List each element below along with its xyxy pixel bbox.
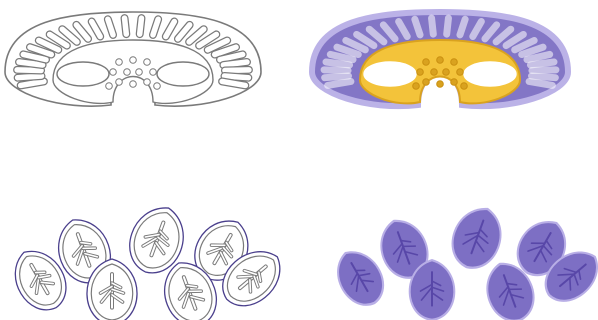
panel-b-horseshoe-colored (312, 12, 568, 106)
rim-chamber (532, 70, 556, 71)
rim-chamber-inner (140, 18, 142, 34)
rim-chamber (326, 62, 350, 65)
core-dot (110, 69, 117, 76)
rim-chamber-inner (224, 76, 248, 78)
core-dot (150, 69, 157, 76)
rim-chamber-inner (222, 81, 245, 85)
rim-chamber-inner (223, 62, 247, 65)
rim-chamber-inner (21, 81, 44, 85)
rim-chamber (531, 76, 555, 78)
right-lumen (157, 62, 209, 86)
core-dot (451, 79, 458, 86)
core-dot (413, 83, 420, 90)
rim-chamber (432, 18, 434, 34)
rim-chamber (529, 81, 552, 85)
core-dot (130, 81, 137, 88)
core-dot (106, 83, 113, 90)
rim-chamber-inner (225, 70, 249, 71)
panel-d-leaves-colored (326, 200, 598, 320)
rim-chamber (324, 70, 348, 71)
panel-c-leaves-line (4, 199, 292, 320)
rim-chamber (447, 18, 449, 34)
core-dot (116, 79, 123, 86)
core-dot (451, 59, 458, 66)
rim-chamber-inner (17, 70, 41, 71)
core-dot (124, 69, 131, 76)
right-lumen (464, 62, 516, 86)
core-dot (423, 59, 430, 66)
core-dot (144, 79, 151, 86)
core-dot (437, 81, 444, 88)
core-dot (437, 57, 444, 64)
core-dot (136, 69, 143, 76)
core-dot (443, 69, 450, 76)
rim-chamber (325, 76, 349, 78)
rim-chamber (460, 19, 465, 35)
core-dot (423, 79, 430, 86)
rim-chamber-inner (125, 18, 127, 34)
core-dot (461, 83, 468, 90)
core-dot (116, 59, 123, 66)
core-dot (144, 59, 151, 66)
rim-chamber (530, 62, 554, 65)
core-dot (154, 83, 161, 90)
core-dot (457, 69, 464, 76)
core-dot (417, 69, 424, 76)
rim-chamber (415, 19, 420, 35)
core-dot (431, 69, 438, 76)
left-lumen (57, 62, 109, 86)
core-dot (130, 57, 137, 64)
panel-a-horseshoe-line (5, 12, 261, 106)
rim-chamber-inner (19, 62, 43, 65)
rim-chamber-inner (18, 76, 42, 78)
rim-chamber (328, 81, 351, 85)
left-lumen (364, 62, 416, 86)
